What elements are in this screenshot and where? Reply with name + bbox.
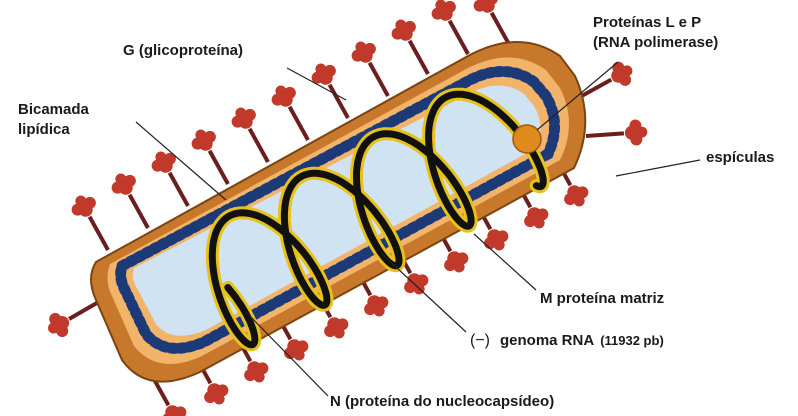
label-bicamada-line1: Bicamada: [18, 101, 89, 119]
spike-3: [187, 124, 240, 190]
polymerase-complex: [513, 125, 541, 153]
spike-7: [347, 36, 400, 102]
spike-2: [147, 146, 200, 212]
spike-1: [107, 168, 160, 234]
label-especulas: espículas: [706, 149, 774, 167]
spike-23: [585, 119, 648, 149]
spike-4: [227, 102, 280, 168]
genoma-bp: (11932 pb): [600, 333, 664, 348]
spike-6: [307, 58, 360, 124]
spike-5: [267, 80, 320, 146]
label-glicoproteina: G (glicoproteína): [123, 42, 243, 60]
spike-8: [387, 14, 440, 80]
label-genoma: (−) genoma RNA (11932 pb): [470, 332, 664, 350]
spike-9: [427, 0, 480, 60]
label-bicamada-line2: lipídica: [18, 121, 70, 139]
genoma-sign: (−): [470, 332, 490, 349]
label-proteinas-lp-line2: (RNA polimerase): [593, 34, 718, 52]
label-nucleocapsideo: N (proteína do nucleocapsídeo): [330, 393, 554, 411]
spike-0: [67, 190, 120, 256]
label-matriz: M proteína matriz: [540, 290, 664, 308]
genoma-text: genoma RNA: [500, 332, 594, 349]
label-proteinas-lp-line1: Proteínas L e P: [593, 14, 701, 32]
